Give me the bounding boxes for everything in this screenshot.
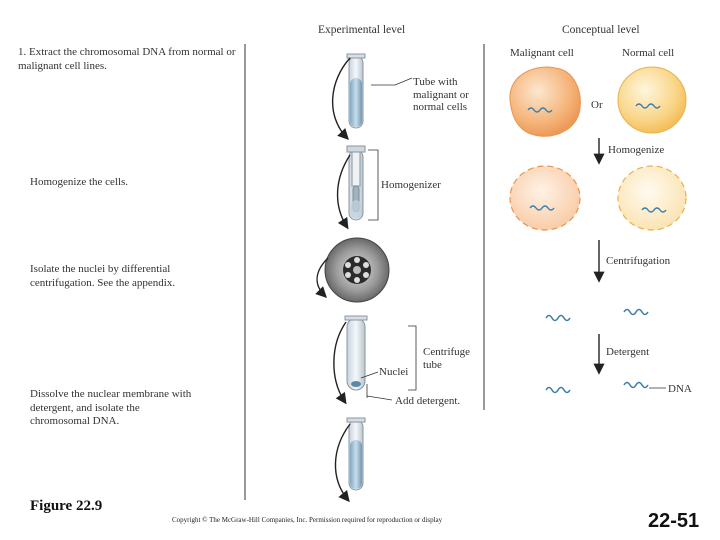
centrifuge-rotor-icon	[324, 237, 390, 303]
dna-strand-malignant-1	[545, 314, 571, 322]
add-detergent-label: Add detergent.	[395, 395, 461, 407]
experimental-level-header: Experimental level	[318, 24, 406, 36]
homogenizer-label: Homogenizer	[381, 179, 441, 191]
or-label: Or	[591, 99, 603, 111]
homogenizer-bracket	[368, 149, 379, 221]
slide-number: 22-51	[648, 510, 700, 532]
arrow-rotor	[315, 257, 329, 298]
centrifuge-tube-label: Centrifuge tube	[423, 346, 471, 371]
homogenize-label: Homogenize	[608, 144, 665, 156]
dna-label: DNA	[668, 383, 692, 395]
malignant-cell-label: Malignant cell	[510, 47, 574, 59]
copyright-notice: Copyright © The McGraw-Hill Companies, I…	[172, 516, 443, 524]
arrow-centrifuge-tube	[333, 321, 347, 405]
nuclei-label: Nuclei	[379, 366, 409, 378]
arrow-homogenizer	[336, 154, 351, 230]
arrow-final-tube	[334, 423, 351, 503]
homogenized-normal-cell	[617, 165, 687, 231]
homogenized-malignant-cell	[509, 165, 581, 231]
centrifuge-tube-bracket	[408, 325, 417, 391]
figure-caption: Figure 22.9	[30, 498, 103, 514]
step-4-text: Dissolve the nuclear membrane with deter…	[30, 388, 192, 427]
detergent-label: Detergent	[606, 346, 650, 358]
step-2-text: Homogenize the cells.	[30, 176, 129, 188]
dna-strand-malignant-2	[545, 386, 571, 394]
final-dna-tube	[346, 417, 366, 491]
normal-cell-label: Normal cell	[622, 47, 675, 59]
detergent-leader	[366, 395, 393, 401]
dna-strand-normal-2	[623, 381, 649, 389]
step-1-text: 1. Extract the chromosomal DNA from norm…	[18, 46, 236, 72]
centrifuge-tube-icon	[344, 315, 368, 391]
tube-label-leader	[371, 77, 413, 86]
normal-cell-icon	[617, 66, 687, 134]
dna-strand-normal-1	[623, 308, 649, 316]
cell-tube-1	[346, 53, 366, 129]
step-3-text: Isolate the nuclei by differential centr…	[30, 263, 176, 289]
arrow-tube-1	[332, 57, 351, 141]
tube-label: Tube with malignant or normal cells	[413, 76, 469, 113]
centrifugation-label: Centrifugation	[606, 255, 671, 267]
homogenizer-icon	[346, 145, 366, 221]
conceptual-level-header: Conceptual level	[562, 24, 640, 36]
malignant-cell-icon	[509, 66, 581, 137]
nuclei-leader	[360, 371, 379, 379]
